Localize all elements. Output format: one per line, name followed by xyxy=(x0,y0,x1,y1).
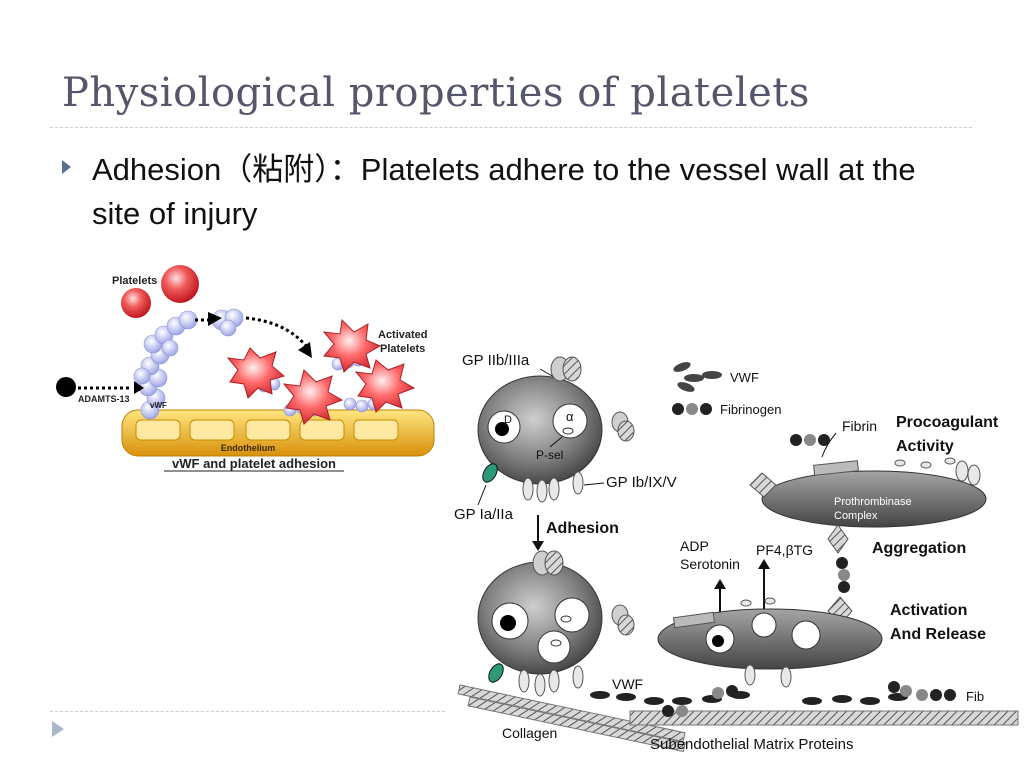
arrow-head-icon xyxy=(298,342,312,358)
title-divider xyxy=(50,127,972,128)
gp1b-label: GP Ib/IX/V xyxy=(606,474,677,491)
vwf-legend-icon xyxy=(673,362,722,392)
adamts13-molecule xyxy=(56,377,76,397)
vwf-platelet-adhesion-figure: Platelets Endothelium vWF ADAMTS-13 Acti… xyxy=(56,265,435,472)
bullet-arrow-icon xyxy=(62,160,71,174)
activated-label: Activated xyxy=(378,329,428,341)
fibrin-label: Fibrin xyxy=(842,418,877,434)
gp1a2a-label: GP Ia/IIa xyxy=(454,506,514,523)
pf4-label: PF4,βTG xyxy=(756,542,813,558)
alpha-granule-label: α xyxy=(566,409,574,424)
fib-label: Fib xyxy=(966,689,984,704)
dense-granule-label: D xyxy=(504,414,512,426)
resting-platelet xyxy=(161,265,199,303)
activated-platelet xyxy=(354,359,416,413)
serotonin-label: Serotonin xyxy=(680,556,740,572)
next-slide-arrow-icon xyxy=(52,721,64,737)
collagen-label: Collagen xyxy=(502,725,557,741)
procoag-label: Activity xyxy=(896,438,954,455)
endothelium-label: Endothelium xyxy=(221,443,276,453)
footer-divider xyxy=(50,711,445,712)
activated-platelet-disc xyxy=(657,608,883,670)
collagen-fiber xyxy=(457,684,686,753)
psel-label: P-sel xyxy=(536,448,563,462)
alpha-granule xyxy=(552,403,588,439)
fibrinogen-chain xyxy=(662,681,956,717)
activation-label: Activation xyxy=(890,602,967,619)
fibrinogen-legend-icon xyxy=(672,403,712,415)
matrix-layer xyxy=(629,710,1019,726)
activated-platelet-disc xyxy=(761,470,987,528)
activated-platelet xyxy=(282,369,344,425)
resting-platelet xyxy=(121,288,151,318)
activated-label: Platelets xyxy=(380,343,425,355)
gp2b3a-label: GP IIb/IIIa xyxy=(462,352,530,369)
prothrombinase-label: Prothrombinase xyxy=(834,496,912,508)
figure-caption: vWF and platelet adhesion xyxy=(172,456,336,471)
procoag-label: Procoagulant xyxy=(896,414,999,431)
arrow-head-icon xyxy=(208,312,222,326)
bullet-text: Adhesion（粘附）：Platelets adhere to the ves… xyxy=(92,152,916,231)
adamts13-label: ADAMTS-13 xyxy=(78,394,130,404)
vwf-label: vWF xyxy=(150,401,167,410)
vwf-strand xyxy=(133,308,381,420)
aggregation-bridge xyxy=(827,524,853,626)
activated-platelet xyxy=(226,347,286,399)
platelets-label: Platelets xyxy=(112,275,157,287)
prothrombinase-label: Complex xyxy=(834,510,878,522)
platelet-activation-figure: GP IIb/IIIa D α P-sel GP Ib/IX/V GP Ia/I… xyxy=(454,352,1019,753)
fibrinogen-legend-label: Fibrinogen xyxy=(720,402,781,417)
vwf-fiber xyxy=(590,691,908,705)
pointer-line xyxy=(549,436,563,448)
matrix-label: Subendothelial Matrix Proteins xyxy=(650,736,853,753)
dotted-arrow xyxy=(245,316,308,347)
adp-label: ADP xyxy=(680,538,709,554)
aggregation-label: Aggregation xyxy=(872,540,966,557)
slide-title: Physiological properties of platelets xyxy=(62,70,810,116)
activation-label: And Release xyxy=(890,626,986,643)
activated-platelet xyxy=(322,318,382,373)
adhesion-label: Adhesion xyxy=(546,520,619,537)
pointer-line xyxy=(539,368,555,378)
fibrinogen-molecule xyxy=(790,434,830,446)
arrow-head-icon xyxy=(134,381,144,394)
vwf-bottom-label: VWF xyxy=(612,676,643,692)
vwf-legend-label: VWF xyxy=(730,370,759,385)
